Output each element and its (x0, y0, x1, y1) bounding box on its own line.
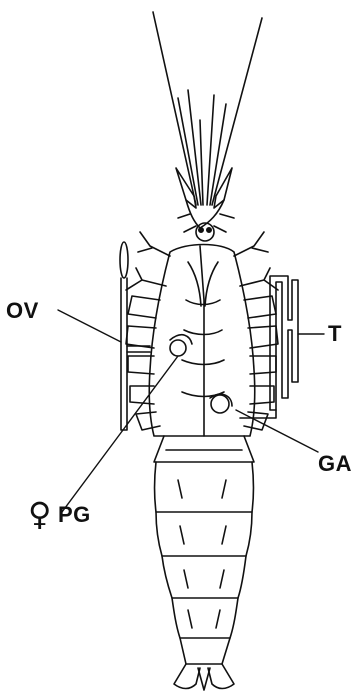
head (176, 168, 234, 241)
label-pg: PG (58, 504, 91, 526)
label-ov: OV (6, 300, 39, 322)
label-t: T (328, 323, 342, 345)
pg-leader-line (62, 356, 178, 512)
abdomen (154, 436, 254, 664)
tail-fan (174, 664, 234, 690)
sternal-plates (182, 300, 224, 397)
carapace (149, 245, 255, 437)
ov-leader-line (58, 310, 121, 342)
label-ga: GA (318, 453, 352, 475)
female-symbol-icon: ♀ (28, 498, 52, 530)
antennae (153, 12, 262, 205)
testis-structure (240, 276, 298, 418)
legs-left (126, 232, 192, 430)
